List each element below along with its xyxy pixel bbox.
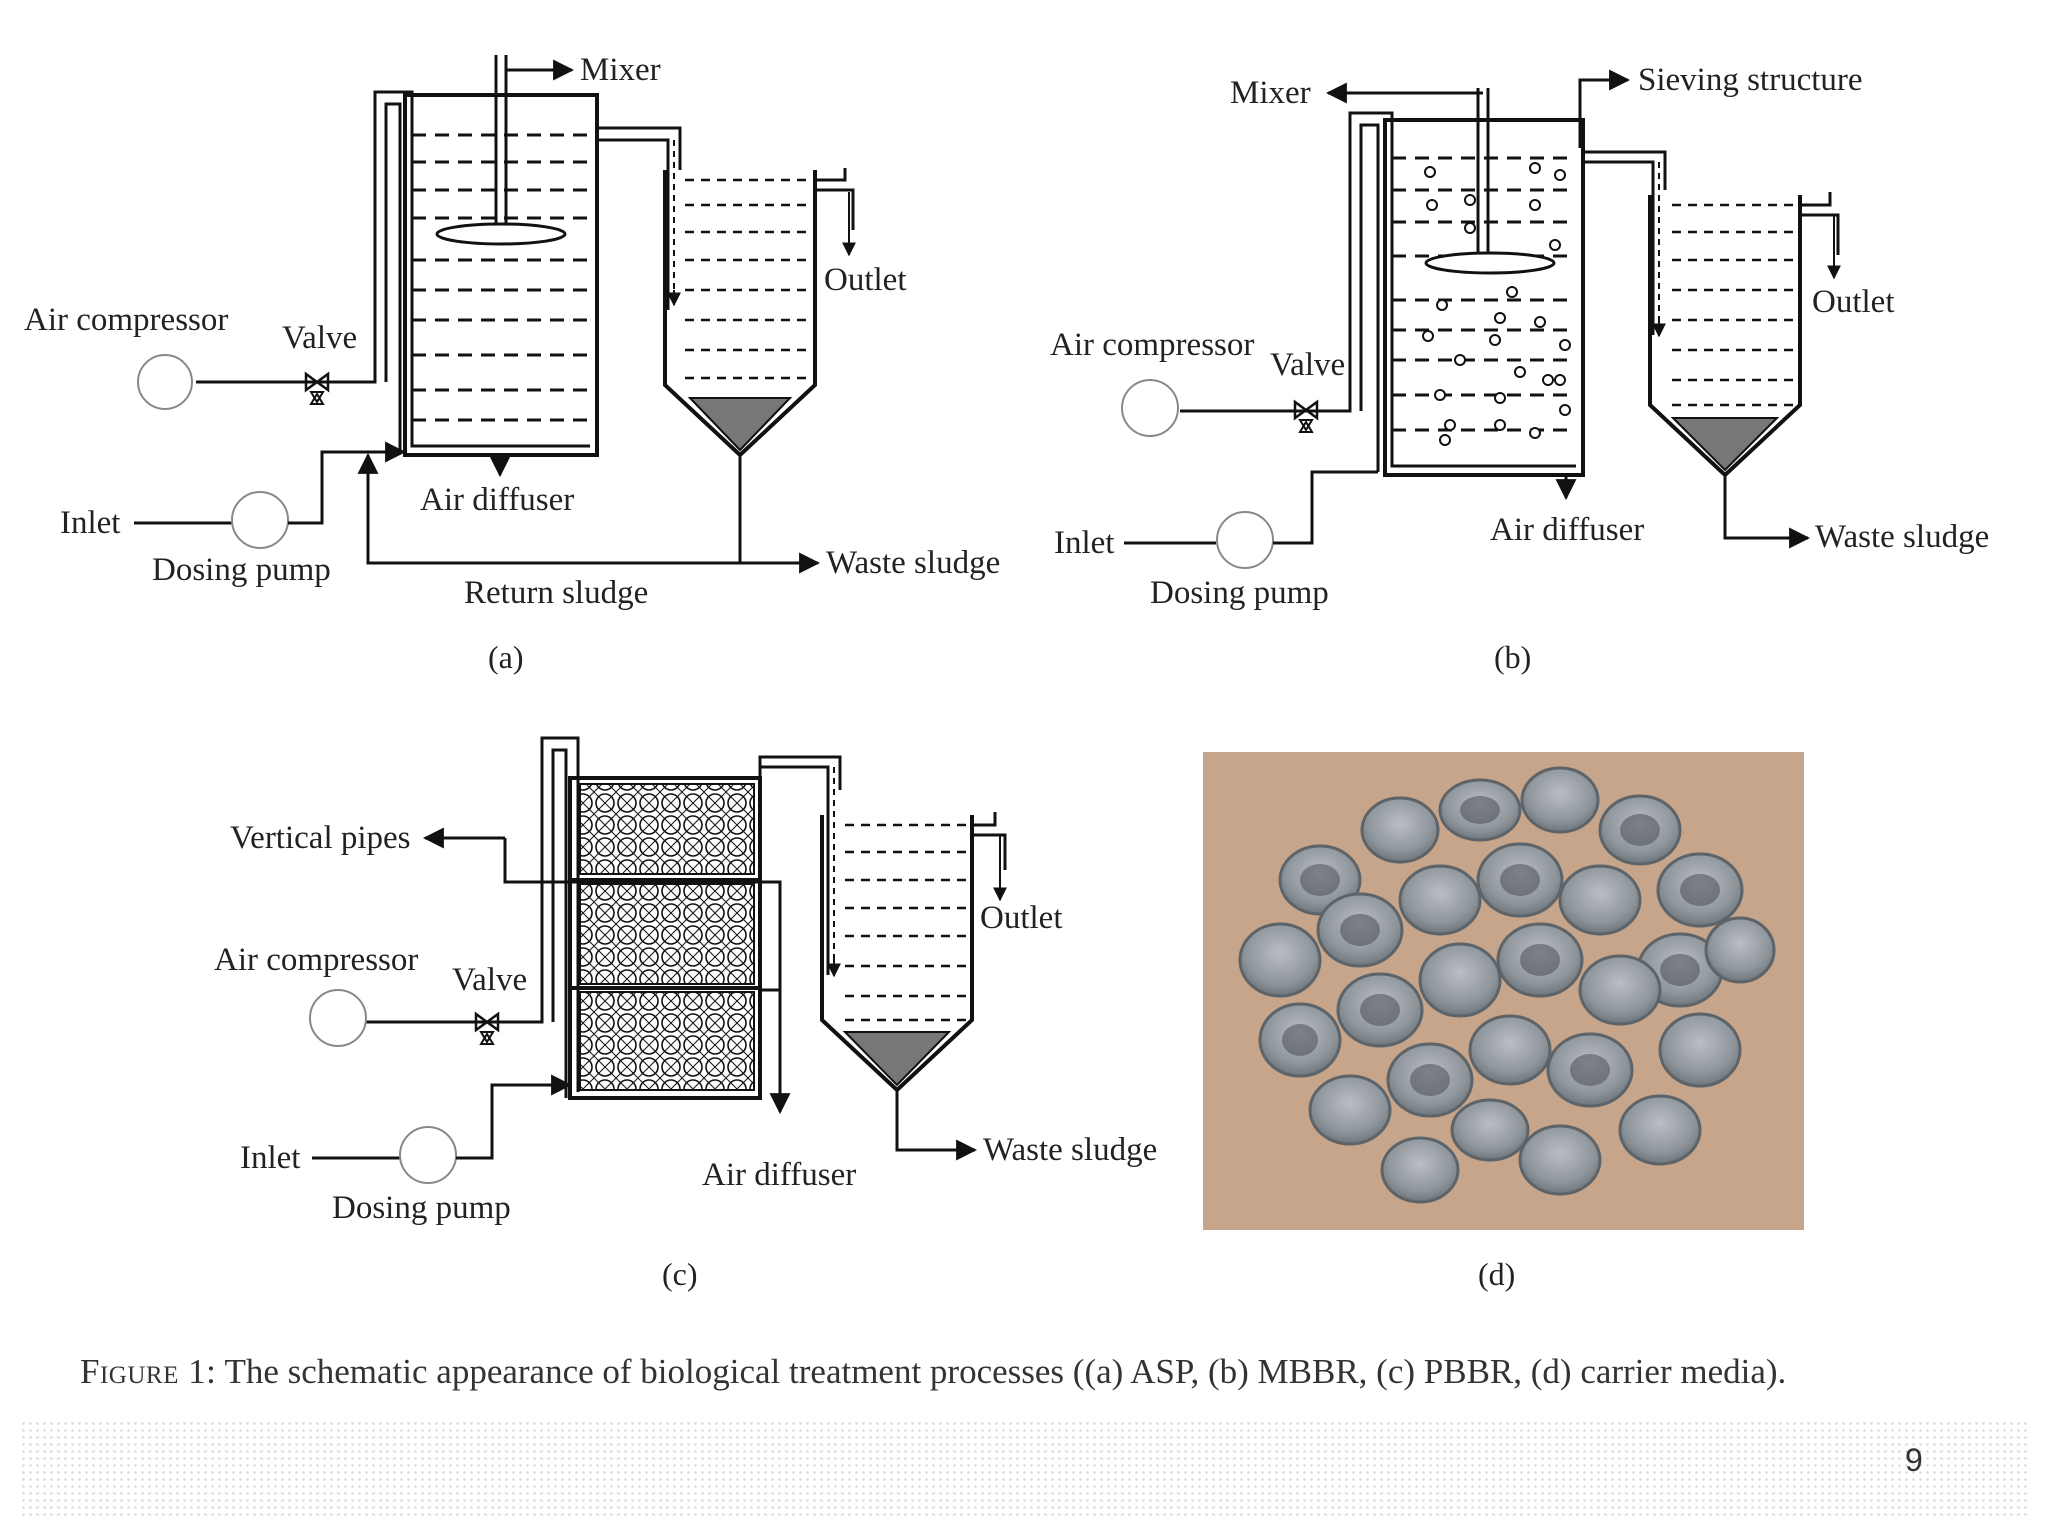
- figure-caption: Figure 1: The schematic appearance of bi…: [80, 1352, 1980, 1392]
- inlet-label: Inlet: [1054, 525, 1114, 561]
- panel-a-sublabel: (a): [488, 639, 524, 675]
- valve[interactable]: [304, 371, 330, 405]
- outlet-label: Outlet: [980, 900, 1062, 936]
- tank-water: [1392, 156, 1576, 432]
- outlet-label: Outlet: [1812, 284, 1894, 320]
- dotted-footer-band: [20, 1420, 2030, 1520]
- inlet-label: Inlet: [240, 1140, 300, 1176]
- inlet-label: Inlet: [60, 505, 120, 541]
- carrier-media-rings: [1238, 766, 1776, 1204]
- mixer-impeller: [435, 222, 567, 246]
- carrier-media: [1422, 162, 1571, 446]
- packed-bed-reactor: [568, 776, 762, 1100]
- packing-media-top: [579, 783, 755, 875]
- ring-holes: [1282, 796, 1720, 1096]
- air-diffuser-label: Air diffuser: [702, 1157, 856, 1193]
- panel-b-sublabel: (b): [1494, 639, 1531, 675]
- clarifier-water: [845, 823, 966, 1022]
- figure-label: Figure 1:: [80, 1352, 217, 1391]
- caption-text: The schematic appearance of biological t…: [216, 1352, 1787, 1391]
- dosing-pump-label: Dosing pump: [1150, 575, 1329, 611]
- return-sludge-label: Return sludge: [464, 575, 648, 611]
- air-compressor[interactable]: [137, 354, 193, 410]
- air-compressor-label: Air compressor: [1050, 327, 1254, 363]
- panel-a: Mixer Outlet Air compressor Valve Inlet …: [24, 52, 1000, 675]
- valve[interactable]: [474, 1011, 500, 1045]
- air-diffuser-label: Air diffuser: [1490, 512, 1644, 548]
- mixer-label: Mixer: [580, 52, 661, 88]
- valve-label: Valve: [282, 320, 357, 356]
- mbbr-tank: [1383, 118, 1585, 477]
- air-compressor-label: Air compressor: [24, 302, 228, 338]
- dosing-pump[interactable]: [399, 1126, 457, 1184]
- valve-label: Valve: [1270, 347, 1345, 383]
- packing-media-bottom: [579, 991, 755, 1091]
- dosing-pump[interactable]: [1216, 511, 1274, 569]
- panel-b: Mixer Sieving structure Outlet Air compr…: [1050, 62, 1989, 675]
- tank-water: [412, 133, 590, 422]
- panel-d: (d): [1203, 752, 1804, 1292]
- panel-d-sublabel: (d): [1478, 1256, 1515, 1292]
- valve-label: Valve: [452, 962, 527, 998]
- dosing-pump[interactable]: [231, 491, 289, 549]
- panel-c-sublabel: (c): [662, 1256, 698, 1292]
- packing-media-middle: [579, 883, 755, 985]
- air-compressor-label: Air compressor: [214, 942, 418, 978]
- air-compressor[interactable]: [1121, 379, 1179, 437]
- dosing-pump-label: Dosing pump: [152, 552, 331, 588]
- vertical-pipes-label: Vertical pipes: [230, 820, 411, 856]
- aeration-tank: [403, 93, 599, 457]
- sieving-structure-label: Sieving structure: [1638, 62, 1863, 98]
- dosing-pump-label: Dosing pump: [332, 1190, 511, 1226]
- waste-sludge-label: Waste sludge: [1815, 519, 1989, 555]
- valve[interactable]: [1293, 399, 1319, 433]
- air-diffuser-label: Air diffuser: [420, 482, 574, 518]
- waste-sludge-label: Waste sludge: [826, 545, 1000, 581]
- page-number: 9: [1905, 1442, 1923, 1478]
- waste-sludge-label: Waste sludge: [983, 1132, 1157, 1168]
- mixer-label: Mixer: [1230, 75, 1311, 111]
- outlet-label: Outlet: [824, 262, 906, 298]
- clarifier-water: [685, 178, 808, 380]
- clarifier-water: [1672, 203, 1793, 407]
- panel-c: Vertical pipes Air compressor Valve Outl…: [214, 736, 1157, 1292]
- air-compressor[interactable]: [309, 989, 367, 1047]
- mixer-impeller: [1424, 251, 1556, 275]
